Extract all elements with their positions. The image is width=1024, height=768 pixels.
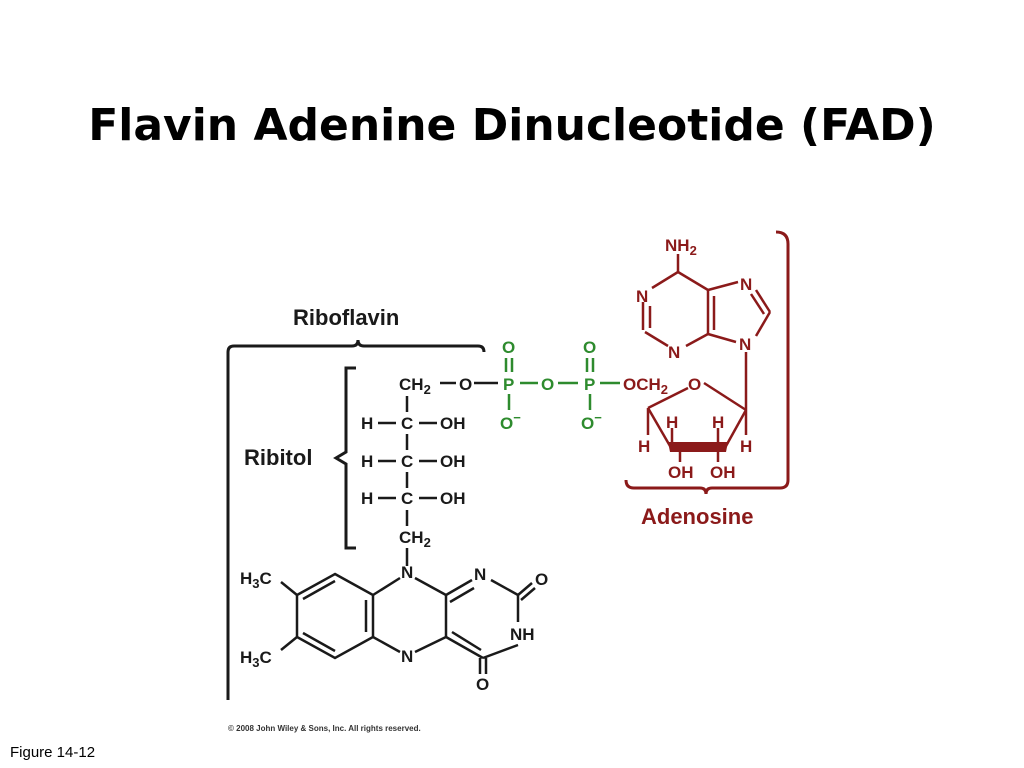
ribose-bold-edge — [668, 442, 728, 452]
phosphate-2-p: P — [584, 375, 595, 394]
pyrophosphate-bonds — [504, 358, 620, 410]
adenosine-label: Adenosine — [641, 504, 753, 529]
ribose-h-right: H — [740, 437, 752, 456]
ribose-h-upper-left: H — [666, 413, 678, 432]
ribitol-ch2-top: CH2 — [399, 375, 431, 397]
adenine-n7: N — [740, 275, 752, 294]
ribose-ring-o: O — [688, 375, 701, 394]
isoalloxazine-ring — [280, 562, 536, 674]
ribitol-label: Ribitol — [244, 445, 312, 470]
ribitol-bracket — [333, 366, 356, 550]
ribose-h-upper-right: H — [712, 413, 724, 432]
phosphate-bridge-o: O — [541, 375, 554, 394]
riboflavin-bracket — [226, 339, 486, 700]
riboflavin-label: Riboflavin — [293, 305, 399, 330]
phosphate-2-o-top: O — [583, 338, 596, 357]
adenine-nh2: NH2 — [665, 236, 697, 258]
adenosine-bonds — [641, 254, 772, 462]
figure-label: Figure 14-12 — [10, 744, 96, 761]
ring-o-top: O — [535, 570, 548, 589]
ribitol-oh-2: OH — [440, 452, 466, 471]
adenine-n9: N — [739, 335, 751, 354]
slide-title: Flavin Adenine Dinucleotide (FAD) — [88, 100, 936, 151]
ribitol-h-2: H — [361, 452, 373, 471]
methyl-bottom: H3C — [240, 648, 272, 670]
adenosine-bracket — [624, 230, 790, 495]
ribose-h-left: H — [638, 437, 650, 456]
methyl-top: H3C — [240, 569, 272, 591]
ribose-och2: OCH2 — [623, 375, 668, 397]
ribitol-oh-1: OH — [440, 414, 466, 433]
ribitol-o-link: O — [459, 375, 472, 394]
copyright-notice: © 2008 John Wiley & Sons, Inc. All right… — [228, 724, 421, 733]
ribitol-c-3: C — [401, 489, 413, 508]
phosphate-1-o-top: O — [502, 338, 515, 357]
ribitol-c-1: C — [401, 414, 413, 433]
ribitol-h-1: H — [361, 414, 373, 433]
ribose-oh-left: OH — [668, 463, 694, 482]
ring-o-bottom: O — [476, 675, 489, 694]
ribitol-ch2-bottom: CH2 — [399, 528, 431, 550]
ring-n-bottom: N — [401, 647, 413, 666]
ribitol-chain — [378, 381, 498, 562]
phosphate-1-o-minus: O− — [500, 410, 521, 433]
adenine-n3: N — [668, 343, 680, 362]
ribitol-oh-3: OH — [440, 489, 466, 508]
ribose-oh-right: OH — [710, 463, 736, 482]
ring-n-top: N — [401, 563, 413, 582]
ribitol-h-3: H — [361, 489, 373, 508]
phosphate-1-p: P — [503, 375, 514, 394]
adenine-n1: N — [636, 287, 648, 306]
ring-nh: NH — [510, 625, 535, 644]
phosphate-2-o-minus: O− — [581, 410, 602, 433]
ring-n-right: N — [474, 565, 486, 584]
ribitol-c-2: C — [401, 452, 413, 471]
